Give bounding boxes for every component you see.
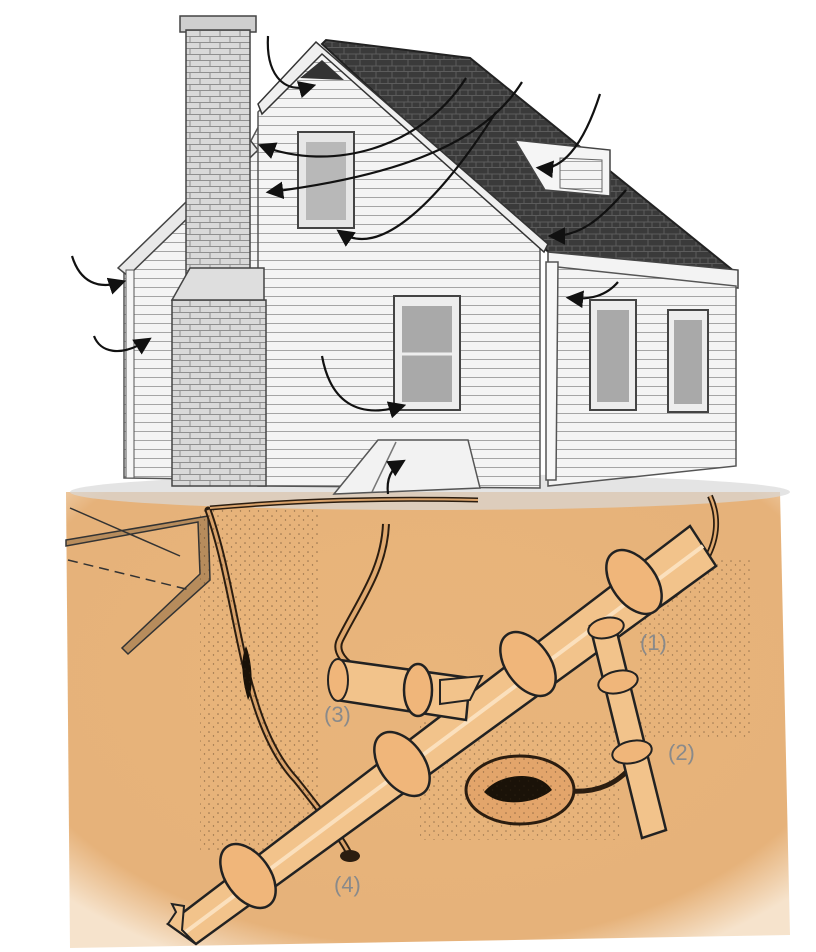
callout-1: (1) xyxy=(640,630,667,655)
callout-3: (3) xyxy=(324,702,351,727)
callout-2: (2) xyxy=(668,740,695,765)
callout-4: (4) xyxy=(334,872,361,897)
leak-point xyxy=(340,850,360,862)
arrow-icon xyxy=(72,256,122,285)
